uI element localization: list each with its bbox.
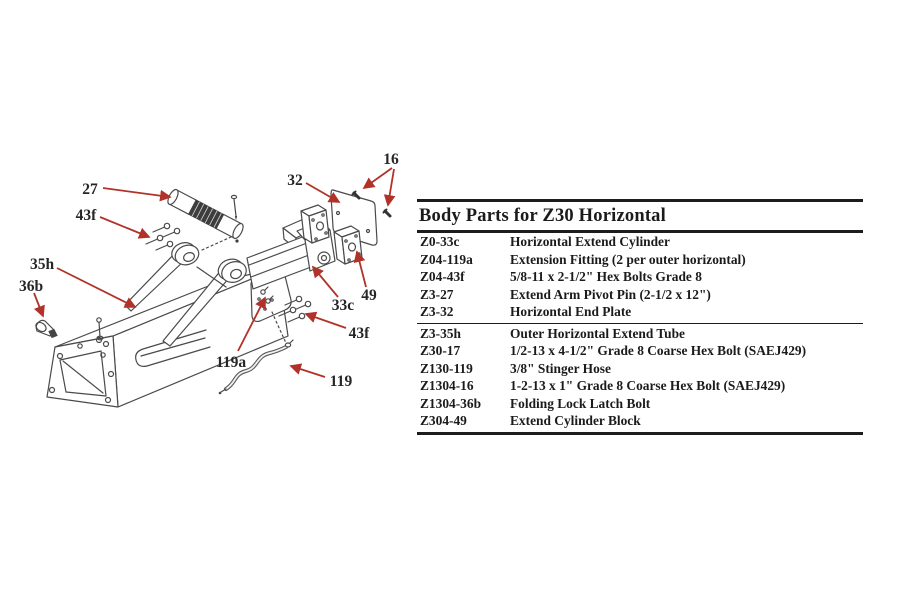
part-description-cell: 3/8" Stinger Hose xyxy=(510,360,611,376)
latch-bolt-drawing xyxy=(35,319,58,339)
table-row: Z3-35h Outer Horizontal Extend Tube xyxy=(417,325,863,343)
table-section-divider xyxy=(417,322,863,324)
table-row: Z3-27 Extend Arm Pivot Pin (2-1/2 x 12") xyxy=(417,286,863,304)
callout-label-43f-right: 43f xyxy=(349,325,371,342)
part-number-cell: Z04-119a xyxy=(420,251,473,267)
part-description-cell: Horizontal End Plate xyxy=(510,304,632,319)
part-description-cell: Outer Horizontal Extend Tube xyxy=(510,325,685,341)
callout-label-43f-left: 43f xyxy=(76,207,98,224)
table-top-rule xyxy=(417,199,863,202)
callout-label-35h: 35h xyxy=(30,256,55,273)
pin-alignment-dotted-line xyxy=(201,236,232,251)
table-row: Z3-32 Horizontal End Plate xyxy=(417,303,863,321)
table-row: Z04-119a Extension Fitting (2 per outer … xyxy=(417,251,863,269)
table-row: Z04-43f 5/8-11 x 2-1/2" Hex Bolts Grade … xyxy=(417,268,863,286)
small-pin-drawing xyxy=(230,194,238,221)
hose-alignment-dotted-line xyxy=(271,311,287,344)
table-row: Z1304-16 1-2-13 x 1" Grade 8 Coarse Hex … xyxy=(417,377,863,395)
table-row: Z30-17 1/2-13 x 4-1/2" Grade 8 Coarse He… xyxy=(417,342,863,360)
part-description-cell: Horizontal Extend Cylinder xyxy=(510,234,670,249)
table-row: Z304-49 Extend Cylinder Block xyxy=(417,412,863,430)
pivot-pin-drawing xyxy=(167,188,244,243)
callout-label-119: 119 xyxy=(330,373,353,390)
part-description-cell: 5/8-11 x 2-1/2" Hex Bolts Grade 8 xyxy=(510,269,702,284)
part-number-cell: Z3-27 xyxy=(420,286,454,302)
extension-fittings-drawing xyxy=(260,286,274,304)
part-number-cell: Z304-49 xyxy=(420,413,467,428)
extend-arm-drawing xyxy=(124,249,292,347)
callout-label-49: 49 xyxy=(361,287,377,304)
table-title-rule xyxy=(417,230,863,233)
part-description-cell: Extend Cylinder Block xyxy=(510,413,641,428)
table-title: Body Parts for Z30 Horizontal xyxy=(419,206,666,226)
pivot-boss-rings-drawing xyxy=(171,242,247,283)
callout-label-33c: 33c xyxy=(332,297,355,314)
table-row: Z130-119 3/8" Stinger Hose xyxy=(417,360,863,378)
table-row: Z0-33c Horizontal Extend Cylinder xyxy=(417,233,863,251)
cylinder-block-drawing-upper xyxy=(300,204,330,244)
part-description-cell: 1/2-13 x 4-1/2" Grade 8 Coarse Hex Bolt … xyxy=(510,343,807,358)
part-number-cell: Z3-35h xyxy=(420,325,461,341)
callout-label-16: 16 xyxy=(383,151,399,168)
callout-arrows xyxy=(33,167,396,378)
table-bottom-rule xyxy=(417,431,863,435)
part-description-cell: Folding Lock Latch Bolt xyxy=(510,395,651,411)
part-description-cell: Extend Arm Pivot Pin (2-1/2 x 12") xyxy=(510,286,711,302)
callout-label-32: 32 xyxy=(287,172,303,189)
part-description-cell: Extension Fitting (2 per outer horizonta… xyxy=(510,251,746,267)
table-row: Z1304-36b Folding Lock Latch Bolt xyxy=(417,395,863,413)
callout-label-27: 27 xyxy=(82,181,98,198)
callout-label-119a: 119a xyxy=(216,354,246,371)
outer-tube-drawing xyxy=(46,267,289,408)
part-number-cell: Z04-43f xyxy=(420,269,465,284)
part-number-cell: Z1304-36b xyxy=(420,395,482,411)
part-number-cell: Z1304-16 xyxy=(420,378,474,393)
part-number-cell: Z30-17 xyxy=(420,343,461,358)
part-number-cell: Z0-33c xyxy=(420,234,460,249)
hex-bolts-left-drawing xyxy=(145,222,181,251)
hex-bolts-right-drawing xyxy=(278,295,312,323)
part-number-cell: Z3-32 xyxy=(420,304,454,319)
part-number-cell: Z130-119 xyxy=(420,360,473,376)
stinger-hose-drawing xyxy=(218,339,294,395)
part-description-cell: 1-2-13 x 1" Grade 8 Coarse Hex Bolt (SAE… xyxy=(510,378,786,393)
callout-label-36b: 36b xyxy=(19,278,43,295)
parts-table: Body Parts for Z30 Horizontal Z0-33c Hor… xyxy=(417,199,863,435)
screws-16-drawing xyxy=(351,190,392,218)
